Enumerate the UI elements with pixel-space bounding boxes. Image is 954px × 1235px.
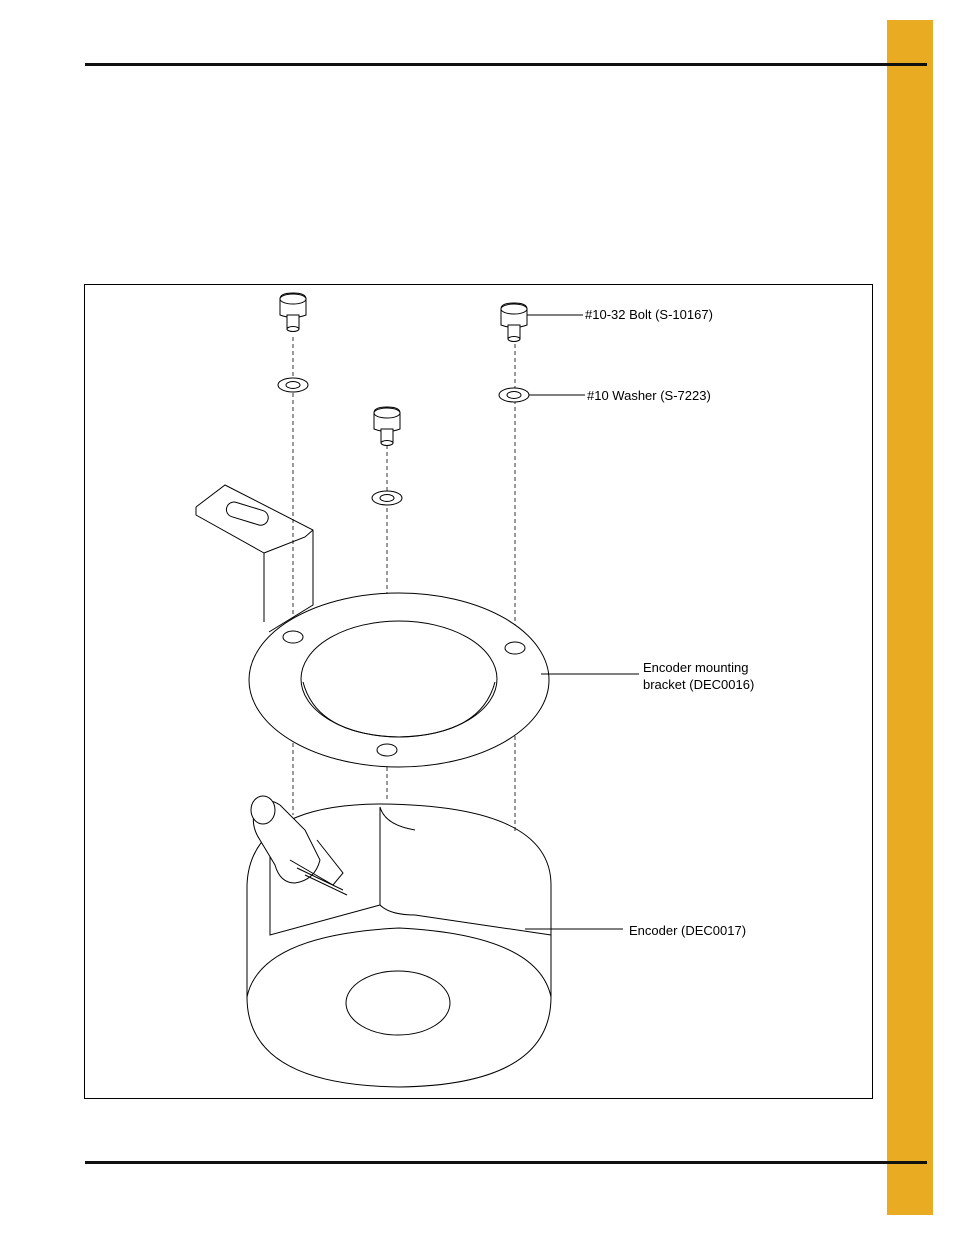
section-side-tab: [887, 20, 933, 1215]
washer-callout: #10 Washer (S-7223): [587, 387, 711, 404]
washer-right: [499, 388, 529, 402]
encoder-assembly-drawing: [85, 285, 874, 1100]
exploded-view-figure: [84, 284, 873, 1099]
encoder-mounting-bracket: [196, 485, 549, 767]
bolt-callout: #10-32 Bolt (S-10167): [585, 306, 713, 323]
footer-rule: [85, 1161, 927, 1164]
bracket-callout-line1: Encoder mounting: [643, 659, 749, 676]
encoder-callout: Encoder (DEC0017): [629, 922, 746, 939]
encoder-body: [247, 796, 551, 1087]
callout-leaders: [525, 315, 639, 929]
bolt-left: [280, 293, 306, 332]
bracket-callout-line2: bracket (DEC0016): [643, 676, 754, 693]
bolt-right: [501, 303, 527, 342]
bolt-center: [374, 407, 400, 446]
header-rule: [85, 63, 927, 66]
washer-left: [278, 378, 308, 392]
washer-center: [372, 491, 402, 505]
